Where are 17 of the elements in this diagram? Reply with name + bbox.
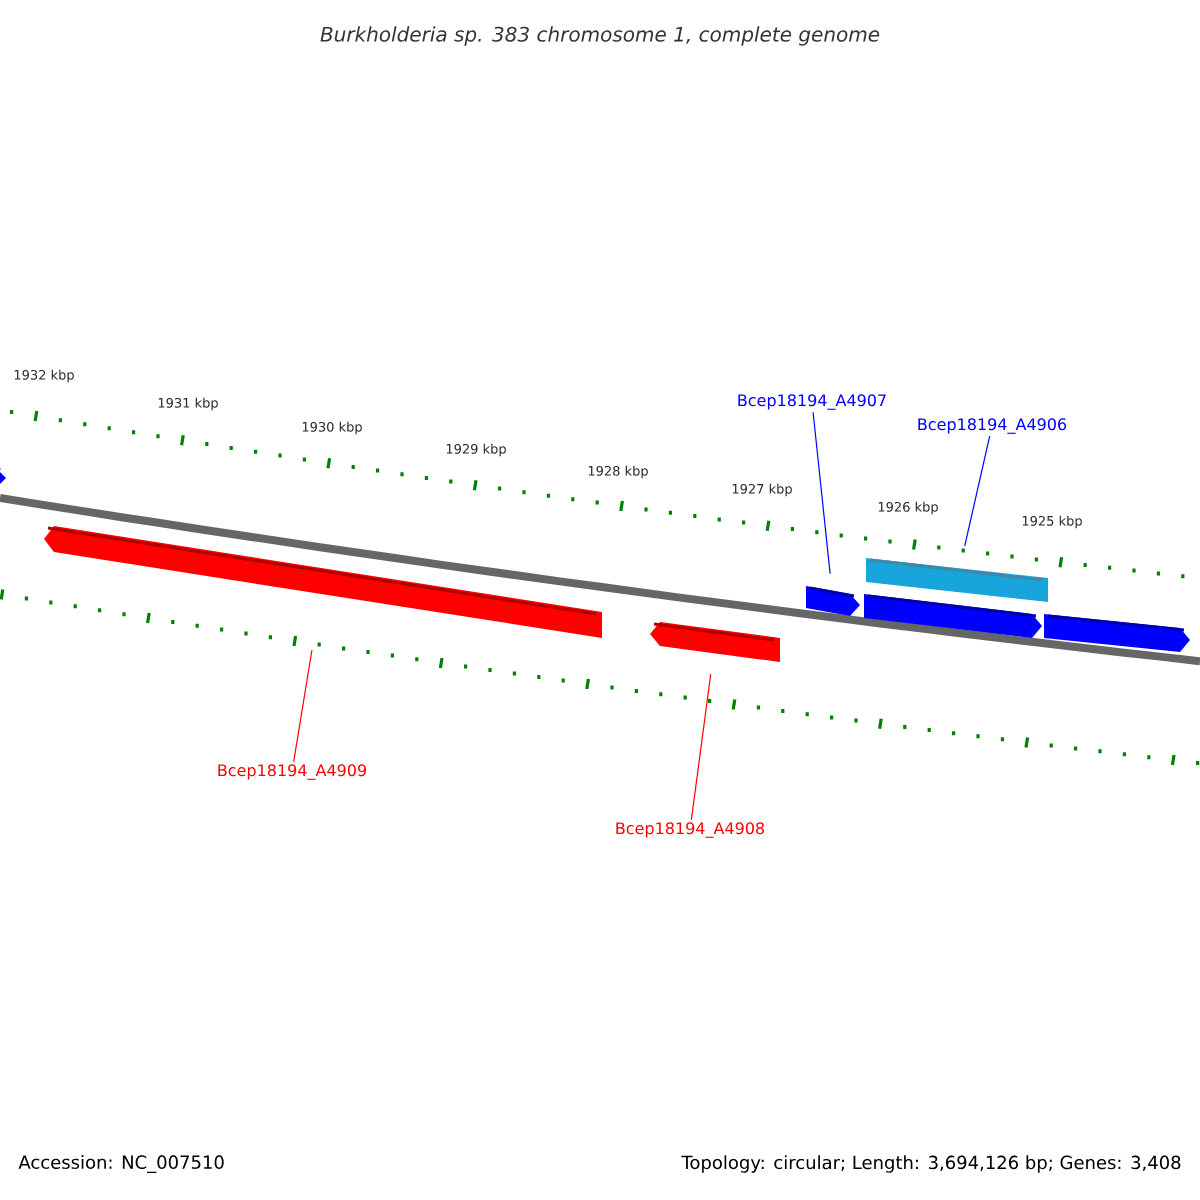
leader-line bbox=[690, 673, 712, 821]
gene-block bbox=[864, 594, 1042, 638]
gene-label: Bcep18194_A4909 bbox=[218, 764, 367, 780]
gene-label: Bcep18194_A4908 bbox=[616, 822, 765, 838]
leader-line bbox=[964, 435, 991, 547]
gene-block bbox=[806, 586, 860, 616]
gene-block bbox=[650, 622, 780, 662]
gene-block bbox=[44, 526, 602, 638]
leader-line bbox=[293, 649, 313, 763]
gene-label: Bcep18194_A4906 bbox=[918, 418, 1067, 434]
accession-text: Accession: NC_007510 bbox=[18, 1155, 224, 1173]
leader-line bbox=[812, 411, 831, 575]
gene-label: Bcep18194_A4907 bbox=[738, 394, 886, 410]
gene-block bbox=[866, 558, 1048, 602]
genome-info-text: Topology: circular; Length: 3,694,126 bp; Genes: 3,408 bbox=[681, 1155, 1181, 1173]
gene-block bbox=[1044, 614, 1190, 652]
title: Burkholderia sp. 383 chromosome 1, complete genome bbox=[320, 26, 880, 46]
